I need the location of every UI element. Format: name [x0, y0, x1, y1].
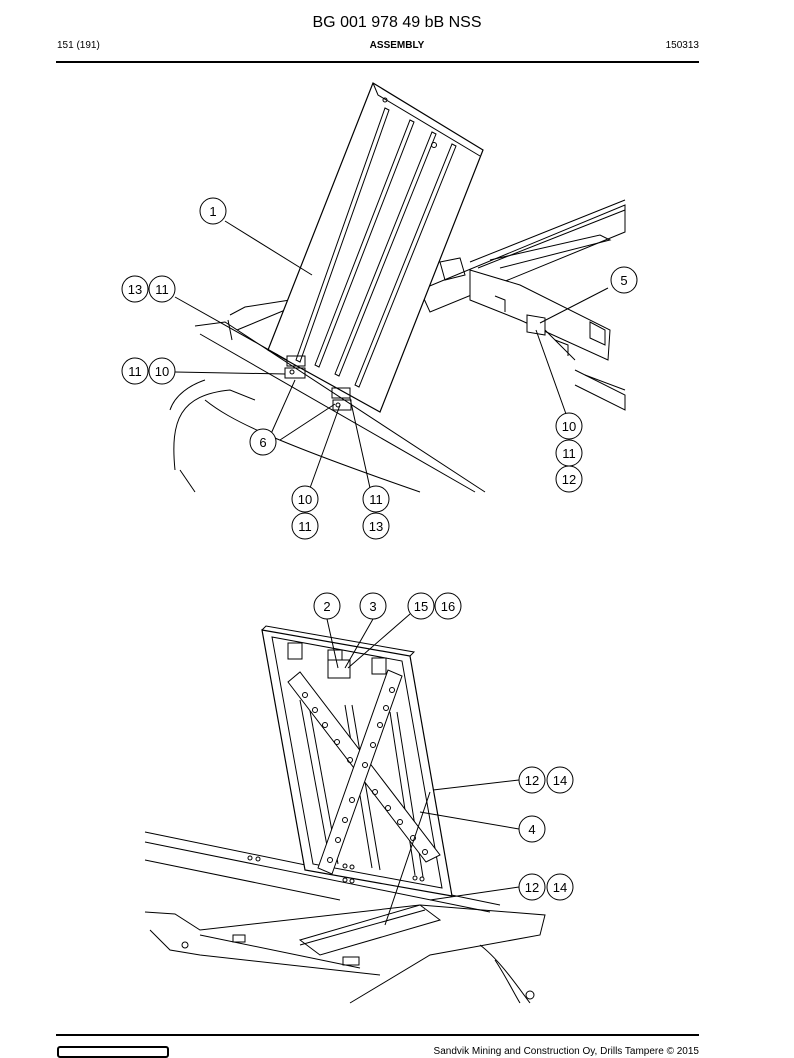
callout-label: 6	[259, 435, 266, 450]
callout-label: 12	[562, 472, 576, 487]
callout-label: 10	[298, 492, 312, 507]
callout-label: 12	[525, 880, 539, 895]
callout-label: 11	[128, 364, 142, 379]
callout-label: 2	[323, 599, 330, 614]
callout-label: 3	[369, 599, 376, 614]
callout-label: 16	[441, 599, 455, 614]
callout-label: 15	[414, 599, 428, 614]
callout-label: 10	[562, 419, 576, 434]
callout-label: 13	[128, 282, 142, 297]
callouts-bottom: 2 3 15 16 12 14 4 12 14	[313, 592, 574, 901]
date-code: 150313	[665, 40, 699, 51]
callout-label: 1	[209, 204, 216, 219]
callout-label: 10	[155, 364, 169, 379]
assembly-drawing-bottom: 2 3 15 16 12 14 4 12 14	[144, 592, 574, 1004]
callouts-top: 1 13 11 11 10 6 5 10 11 12 10 11 11 13	[121, 197, 638, 540]
callout-label: 14	[553, 773, 567, 788]
callout-label: 11	[562, 446, 576, 461]
callout-label: 11	[369, 492, 383, 507]
callout-label: 4	[528, 822, 535, 837]
callout-label: 14	[553, 880, 567, 895]
callout-label: 11	[298, 519, 312, 534]
section-title: ASSEMBLY	[369, 40, 425, 51]
company-logo	[57, 1046, 169, 1058]
document-title: BG 001 978 49 bB NSS	[312, 14, 482, 31]
page-number: 151 (191)	[57, 40, 100, 51]
callout-label: 13	[369, 519, 383, 534]
header-rule	[56, 61, 699, 63]
assembly-drawing-top: 1 13 11 11 10 6 5 10 11 12 10 11 11 13	[121, 82, 638, 540]
footer-copyright: Sandvik Mining and Construction Oy, Dril…	[433, 1046, 699, 1057]
callout-label: 5	[620, 273, 627, 288]
footer-rule	[56, 1034, 699, 1036]
callout-label: 12	[525, 773, 539, 788]
callout-label: 11	[155, 282, 169, 297]
